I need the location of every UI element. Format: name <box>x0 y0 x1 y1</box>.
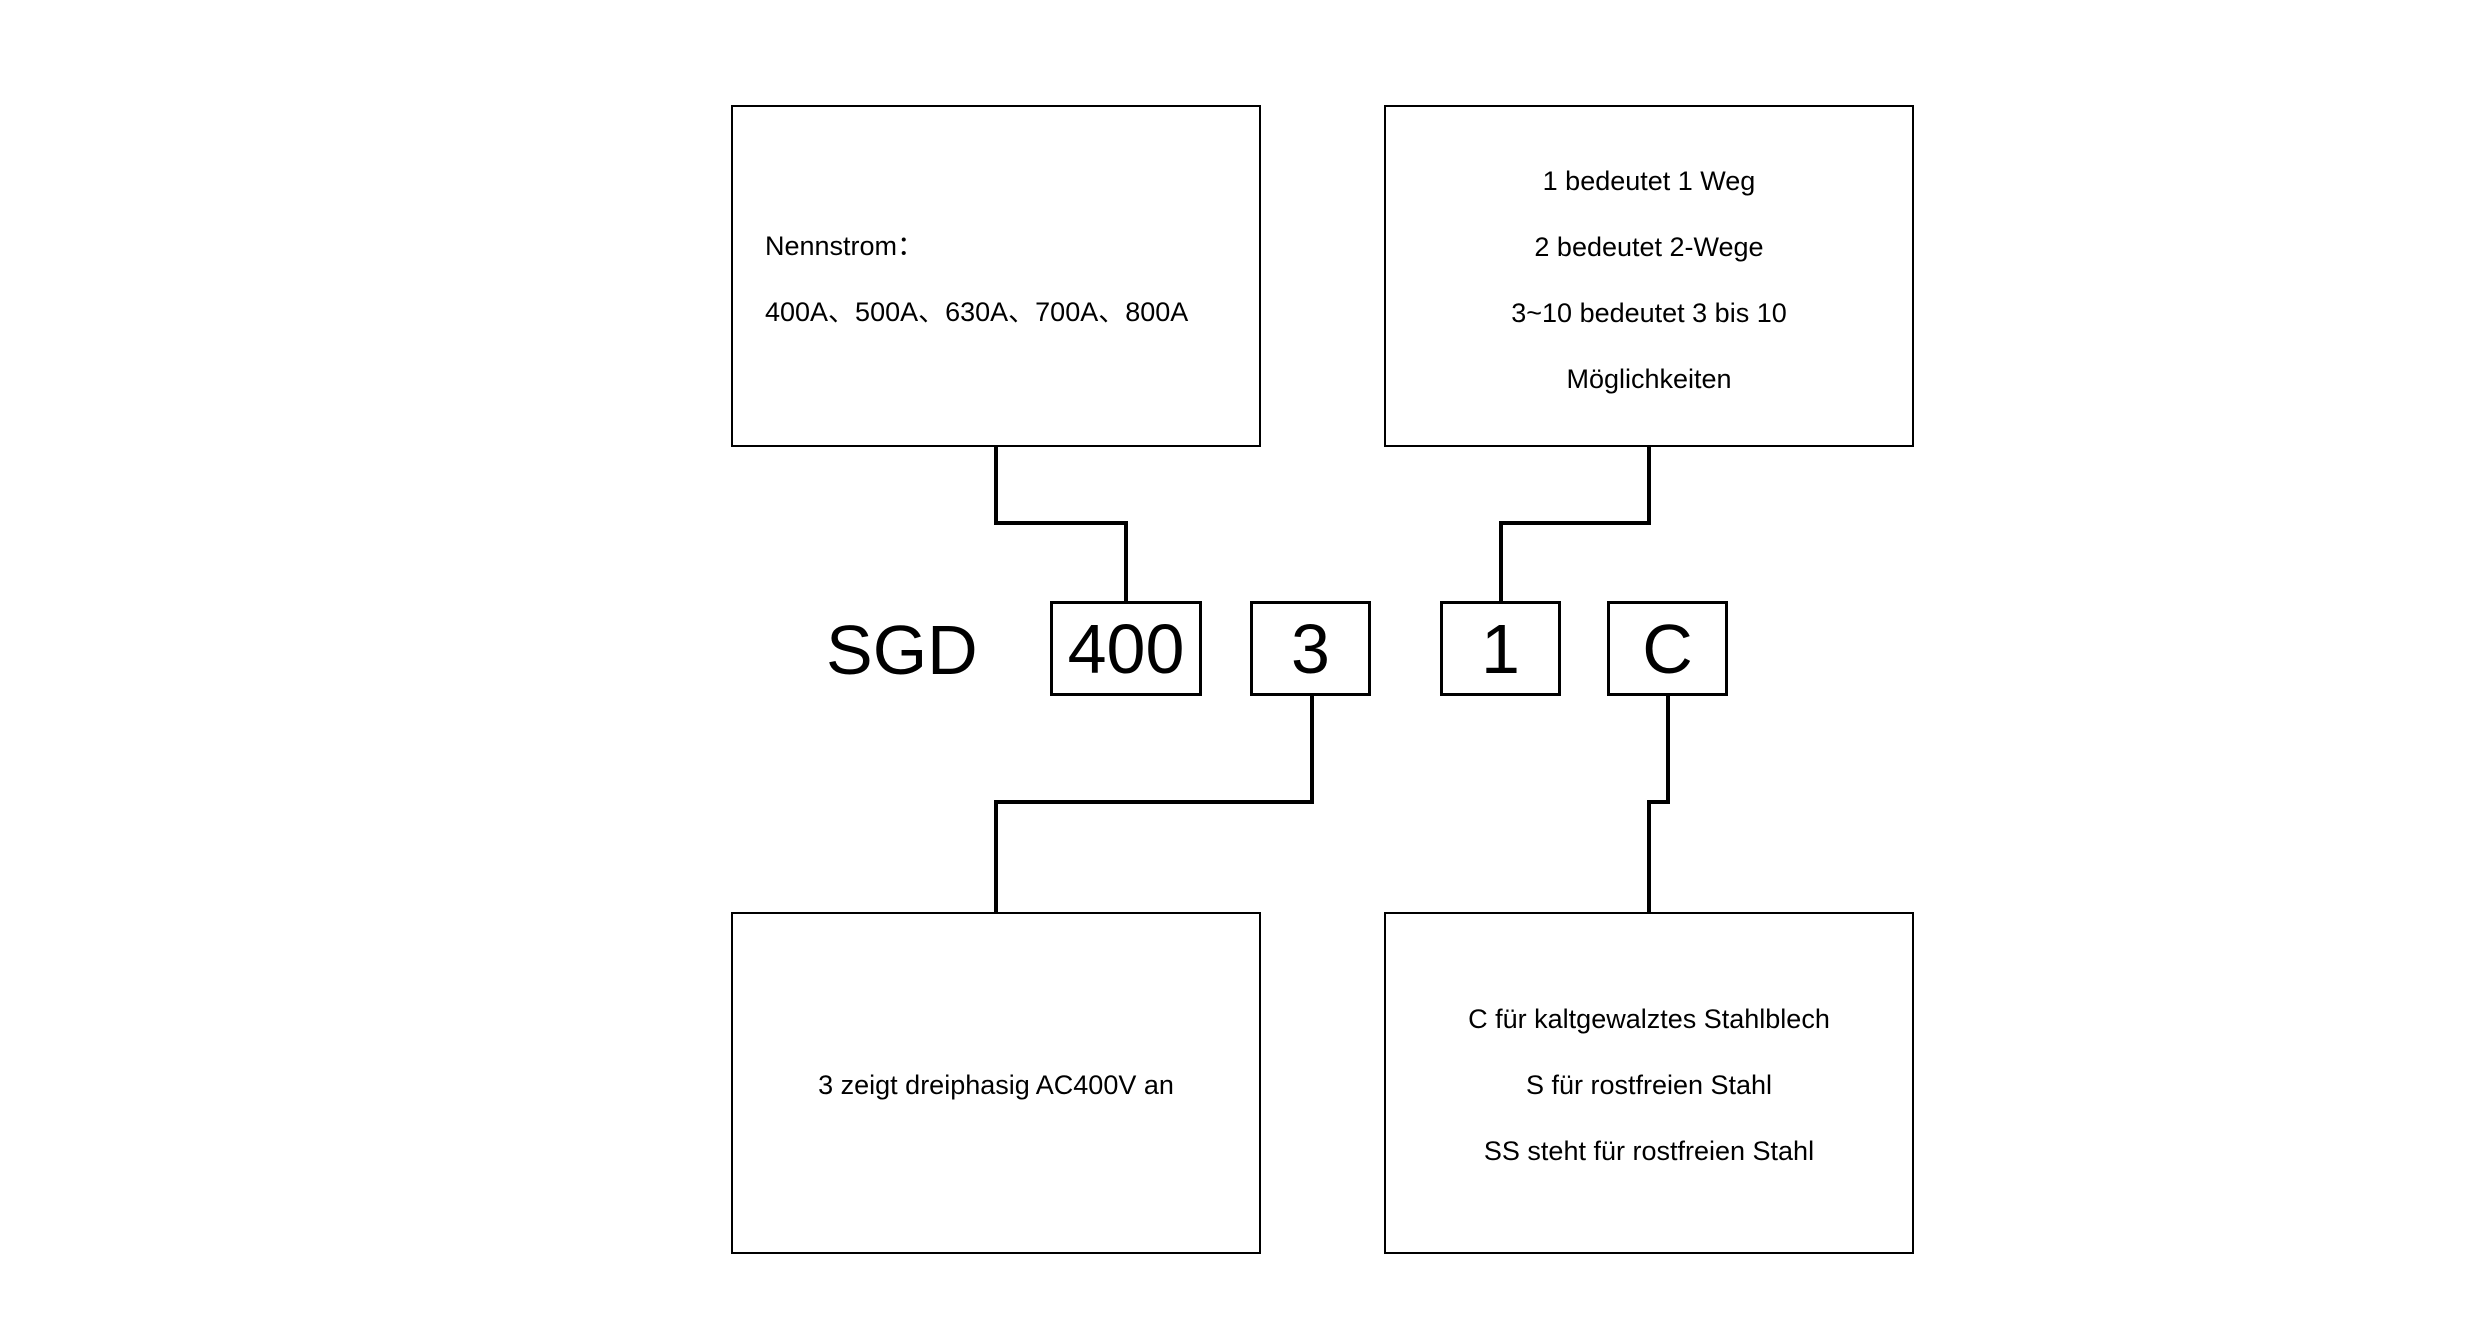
material-line-3: SS steht für rostfreien Stahl <box>1483 1136 1815 1166</box>
ways-line-2: 2 bedeutet 2-Wege <box>1534 232 1764 262</box>
ways-line-4: Möglichkeiten <box>1566 364 1732 394</box>
connector-ways-v1 <box>1647 447 1651 525</box>
rated-current-box: Nennstrom： 400A、500A、630A、700A、800A <box>731 105 1261 447</box>
material-line-2: S für rostfreien Stahl <box>1525 1070 1773 1100</box>
code-current: 400 <box>1067 609 1185 688</box>
phase-line-1: 3 zeigt dreiphasig AC400V an <box>818 1070 1174 1100</box>
connector-material-h <box>1647 800 1670 804</box>
ways-box: 1 bedeutet 1 Weg 2 bedeutet 2-Wege 3~10 … <box>1384 105 1914 447</box>
rated-current-title: Nennstrom： <box>765 231 925 261</box>
code-current-box: 400 <box>1050 601 1202 696</box>
connector-phase-h <box>994 800 1314 804</box>
code-ways: 1 <box>1481 609 1520 688</box>
code-ways-box: 1 <box>1440 601 1561 696</box>
connector-current-h <box>994 521 1128 525</box>
model-prefix: SGD <box>826 611 978 689</box>
code-phase-box: 3 <box>1250 601 1371 696</box>
ways-line-1: 1 bedeutet 1 Weg <box>1542 166 1756 196</box>
connector-material-v1 <box>1666 696 1670 804</box>
connector-ways-v2 <box>1499 521 1503 601</box>
ways-line-3: 3~10 bedeutet 3 bis 10 <box>1511 298 1787 328</box>
code-material-box: C <box>1607 601 1728 696</box>
rated-current-values: 400A、500A、630A、700A、800A <box>765 297 1189 327</box>
connector-current-v1 <box>994 447 998 525</box>
phase-box: 3 zeigt dreiphasig AC400V an <box>731 912 1261 1254</box>
connector-phase-v2 <box>994 800 998 912</box>
connector-material-v2 <box>1647 800 1651 912</box>
connector-ways-h <box>1499 521 1651 525</box>
material-line-1: C für kaltgewalztes Stahlblech <box>1468 1004 1830 1034</box>
connector-phase-v1 <box>1310 696 1314 804</box>
material-box: C für kaltgewalztes Stahlblech S für ros… <box>1384 912 1914 1254</box>
code-phase: 3 <box>1291 609 1330 688</box>
connector-current-v2 <box>1124 521 1128 601</box>
code-material: C <box>1642 609 1693 688</box>
